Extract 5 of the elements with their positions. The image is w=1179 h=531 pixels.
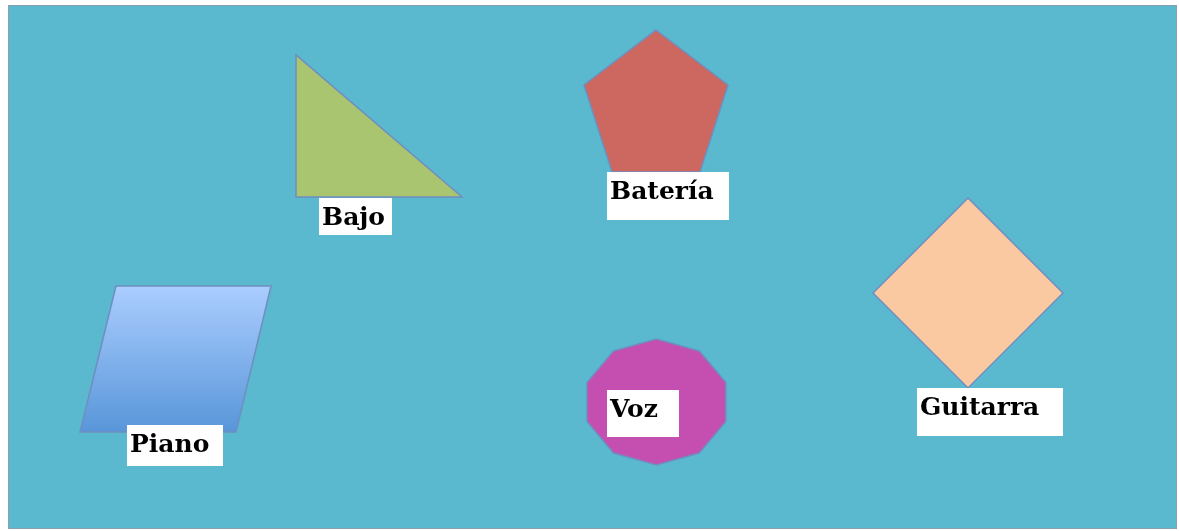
instrument-label: Voz [607,390,679,437]
instrument-label: Batería [607,172,729,220]
instrument-label: Piano [127,425,223,466]
instrument-label: Bajo [319,198,392,235]
instrument-label: Guitarra [917,388,1063,436]
